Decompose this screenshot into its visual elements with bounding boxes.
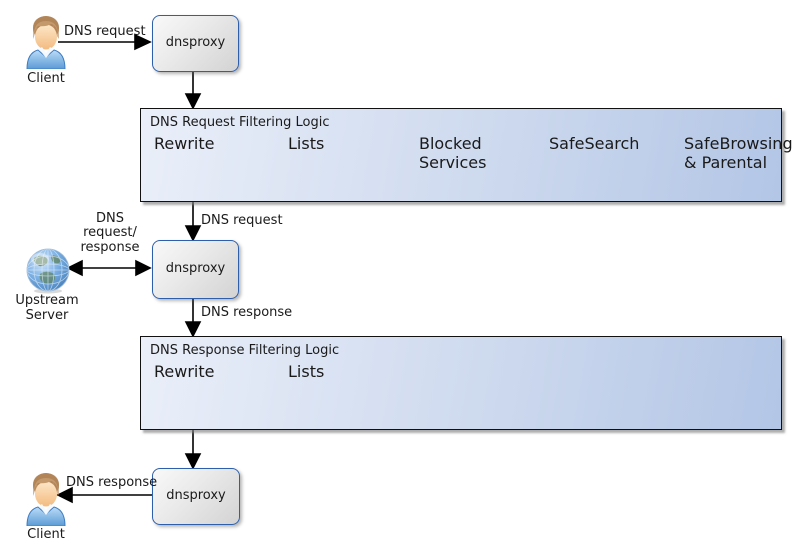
step-rewrite-request[interactable]: Rewrite xyxy=(154,134,215,153)
client-person-icon-bottom xyxy=(26,473,66,526)
step-safesearch[interactable]: SafeSearch xyxy=(549,134,640,153)
dnsproxy-node-top[interactable]: dnsproxy xyxy=(152,15,239,72)
edge-proxy2-to-response-container xyxy=(184,297,202,338)
response-filtering-container: DNS Response Filtering Logic Rewrite Lis… xyxy=(140,336,782,430)
edge-label-dns-response-mid: DNS response xyxy=(201,305,293,320)
upstream-server-label: Upstream Server xyxy=(15,293,79,323)
edge-label-dns-request-response: DNS request/ response xyxy=(80,211,140,255)
request-filtering-container: DNS Request Filtering Logic Rewrite List… xyxy=(140,108,793,202)
edge-request-container-to-proxy2 xyxy=(184,202,202,242)
request-container-title: DNS Request Filtering Logic xyxy=(150,115,330,130)
edge-label-dns-request-mid: DNS request xyxy=(201,213,283,228)
edge-upstream-proxy2-bidirectional xyxy=(66,259,152,277)
dnsproxy-node-bottom[interactable]: dnsproxy xyxy=(152,468,240,525)
edge-label-dns-request-top: DNS request xyxy=(64,24,146,39)
step-rewrite-response[interactable]: Rewrite xyxy=(154,362,215,381)
step-blocked-services[interactable]: Blocked Services xyxy=(419,134,487,172)
upstream-server-globe-icon xyxy=(26,248,70,294)
edge-proxy1-to-request-container xyxy=(184,70,202,110)
step-safebrowsing-parental[interactable]: SafeBrowsing & Parental xyxy=(684,134,793,172)
client-top-label: Client xyxy=(27,71,65,86)
response-container-title: DNS Response Filtering Logic xyxy=(150,343,340,358)
step-lists-response[interactable]: Lists xyxy=(288,362,325,381)
step-lists-request[interactable]: Lists xyxy=(288,134,325,153)
edge-label-dns-response-bottom: DNS response xyxy=(66,475,158,490)
client-bottom-label: Client xyxy=(27,527,65,542)
edge-response-container-to-proxy3 xyxy=(184,430,202,470)
edge-proxy3-to-client xyxy=(56,486,152,504)
dnsproxy-node-middle[interactable]: dnsproxy xyxy=(152,240,239,299)
client-person-icon xyxy=(26,16,66,69)
